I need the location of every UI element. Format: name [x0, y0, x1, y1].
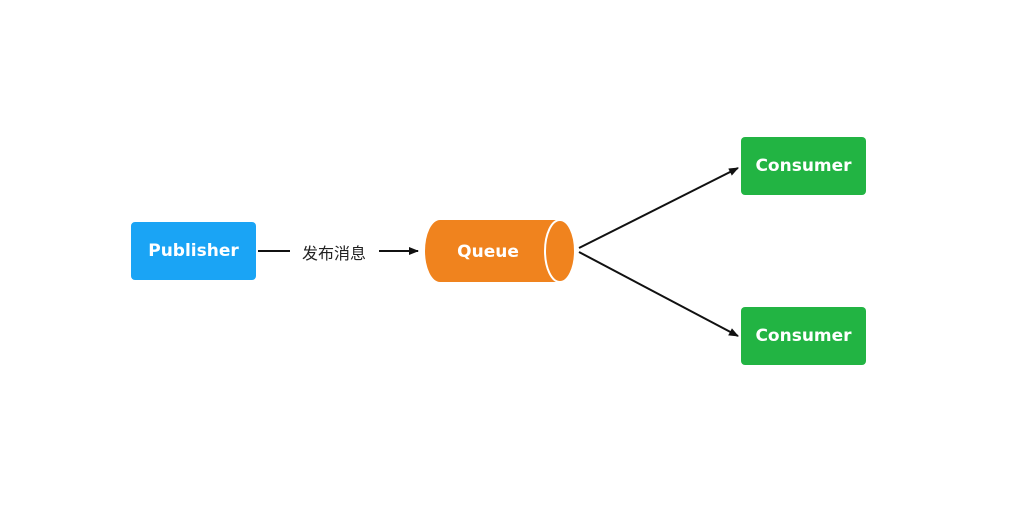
consumer-node-1: Consumer: [741, 137, 866, 195]
edge-label-publish-message: 发布消息: [292, 240, 376, 264]
edge-queue-consumer-2: [578, 251, 739, 337]
queue-cylinder: [425, 219, 576, 283]
edge-queue-consumer-1: [578, 167, 739, 249]
queue-node: Queue: [428, 222, 548, 282]
queue-label: Queue: [457, 242, 519, 262]
publisher-node: Publisher: [131, 222, 256, 280]
publisher-label: Publisher: [148, 241, 239, 261]
consumer-node-2: Consumer: [741, 307, 866, 365]
consumer-2-label: Consumer: [755, 326, 852, 346]
consumer-1-label: Consumer: [755, 156, 852, 176]
